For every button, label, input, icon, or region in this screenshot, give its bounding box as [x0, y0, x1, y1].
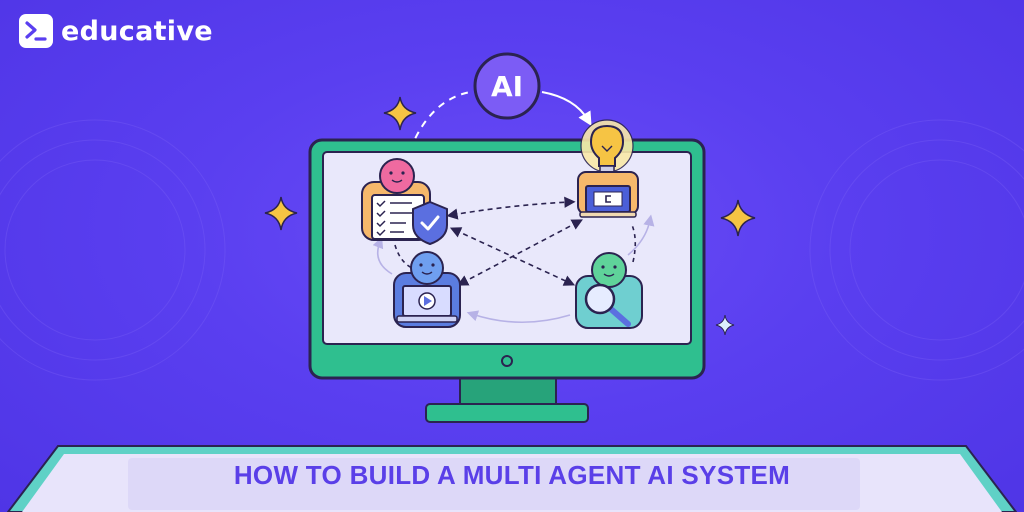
background-rings: [0, 119, 1024, 381]
researcher-agent: [575, 252, 643, 329]
sparkle-icon: [715, 314, 735, 336]
magnifier-icon: [584, 283, 631, 327]
shield-check-icon: [412, 200, 448, 246]
monitor-power-dot: [501, 355, 513, 367]
brand-name: educative: [61, 15, 213, 47]
brand-logo: educative: [19, 14, 213, 48]
ai-arc-right: [541, 91, 592, 127]
executor-agent: [393, 251, 461, 328]
ai-badge-label: AI: [490, 70, 524, 103]
sparkle-icon: [720, 199, 756, 237]
planner-agent: [361, 158, 448, 246]
monitor-base: [425, 403, 589, 423]
terminal-prompt-icon: [19, 14, 53, 48]
sparkle-icon: [383, 96, 417, 131]
ai-arc-left: [409, 91, 471, 151]
monitor-neck: [459, 375, 557, 409]
ai-badge-circle: [473, 52, 541, 120]
title-banner: [6, 445, 1018, 512]
agent-connections: [446, 196, 583, 286]
sparkle-icon: [264, 196, 298, 231]
idea-agent: [577, 119, 639, 218]
page-title: HOW TO BUILD A MULTI AGENT AI SYSTEM: [233, 460, 791, 490]
